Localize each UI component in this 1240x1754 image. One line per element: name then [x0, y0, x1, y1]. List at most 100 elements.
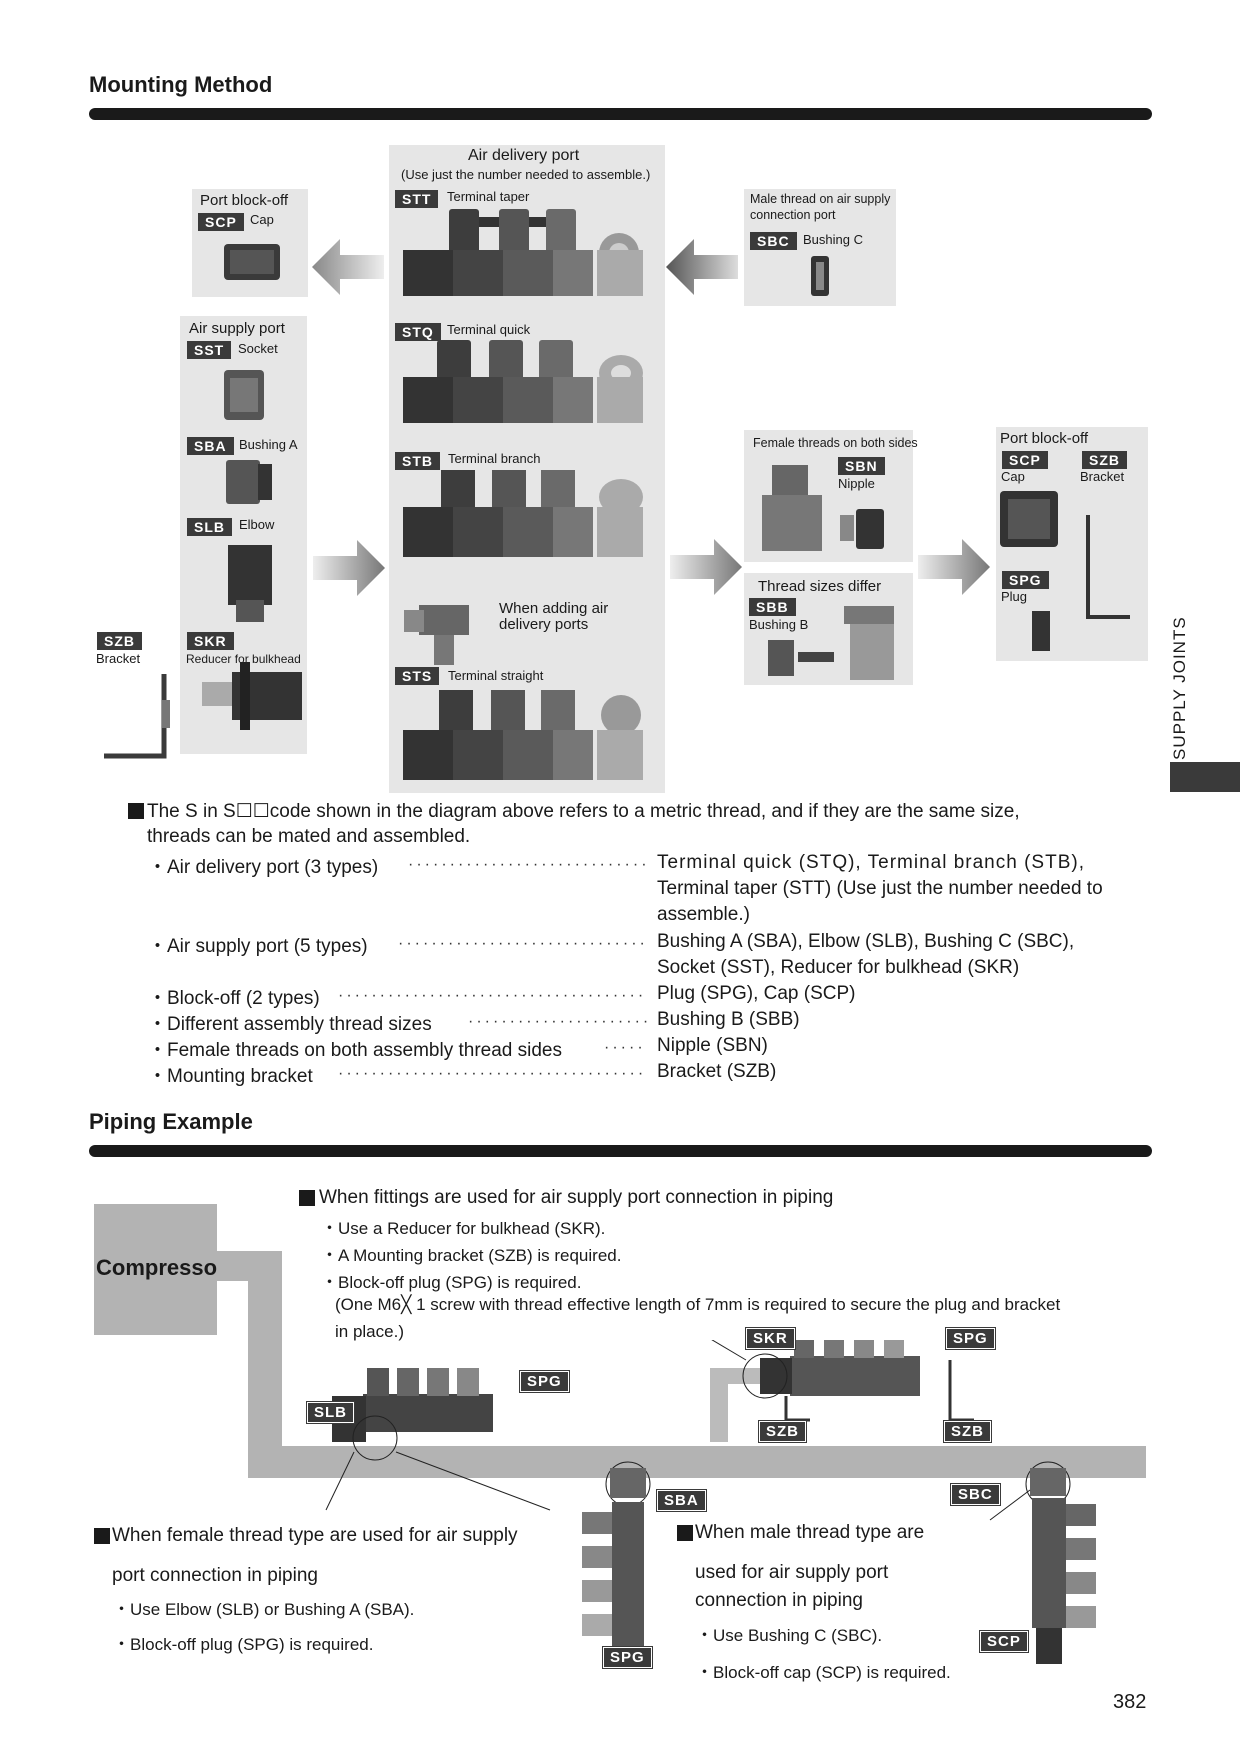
code-skr: SKR — [187, 632, 234, 650]
compressor-box — [94, 1204, 217, 1335]
code-stt: STT — [395, 190, 439, 208]
notes-item-value: Terminal quick (STQ), Terminal branch (S… — [657, 852, 1085, 873]
label-cap-right: Cap — [1001, 469, 1025, 484]
label-terminal-straight: Terminal straight — [448, 668, 544, 683]
label-bushing-c: Bushing C — [803, 232, 863, 247]
tag-sbc: SBC — [950, 1483, 1001, 1506]
code-szb-right: SZB — [1082, 451, 1127, 469]
label-nipple: Nipple — [838, 476, 875, 491]
fittings-line-4: (One M6╳ 1 screw with thread effective l… — [335, 1295, 1061, 1314]
code-sba: SBA — [187, 437, 234, 455]
fittings-heading: When fittings are used for air supply po… — [319, 1187, 834, 1208]
port-blockoff-right-label: Port block-off — [1000, 430, 1089, 447]
male-line-1: ・Use Bushing C (SBC). — [696, 1626, 883, 1645]
female-line-2: ・Block-off plug (SPG) is required. — [113, 1635, 374, 1654]
code-sbc: SBC — [750, 232, 797, 250]
code-scp: SCP — [198, 213, 244, 231]
notes-item-value: Nipple (SBN) — [657, 1035, 768, 1056]
notes-item-name: ・Mounting bracket — [148, 1066, 313, 1087]
tag-spg-bottom: SPG — [602, 1646, 653, 1669]
tag-spg-right: SPG — [945, 1327, 996, 1350]
label-terminal-branch: Terminal branch — [448, 451, 541, 466]
notes-item-value: Socket (SST), Reducer for bulkhead (SKR) — [657, 957, 1020, 978]
code-slb: SLB — [187, 518, 232, 536]
tag-skr: SKR — [745, 1327, 796, 1350]
square-bullet-icon — [299, 1190, 315, 1206]
label-adding-ports: When adding air delivery ports — [499, 600, 609, 633]
arrow-right-icon — [313, 540, 385, 596]
pipe-segment — [248, 1251, 282, 1476]
square-bullet-icon — [677, 1525, 693, 1541]
section-title-mounting: Mounting Method — [89, 72, 273, 97]
pipe-main — [248, 1446, 1146, 1478]
leader-dots: ····· — [604, 1039, 646, 1056]
notes-item-value: Plug (SPG), Cap (SCP) — [657, 983, 856, 1004]
leader-dots: ······················ — [468, 1013, 648, 1030]
code-sbn: SBN — [838, 457, 885, 475]
code-sst: SST — [187, 341, 232, 359]
label-plug: Plug — [1001, 589, 1028, 604]
tag-slb: SLB — [306, 1401, 355, 1424]
notes-item-name: ・Air delivery port (3 types) — [148, 857, 379, 878]
bracket-drawing — [104, 674, 170, 759]
tag-spg-left: SPG — [519, 1370, 570, 1393]
code-spg: SPG — [1002, 571, 1049, 589]
code-scp-right: SCP — [1002, 451, 1048, 469]
arrow-right-icon-2 — [670, 539, 742, 595]
female-heading: When female thread type are used for air… — [112, 1525, 518, 1546]
notes-item-name: ・Block-off (2 types) — [148, 988, 320, 1009]
section-rule-2 — [89, 1145, 1152, 1157]
notes-item-value: Bushing A (SBA), Elbow (SLB), Bushing C … — [657, 931, 1075, 952]
square-bullet-icon — [94, 1528, 110, 1544]
notes-intro-2: threads can be mated and assembled. — [147, 826, 471, 847]
label-socket: Socket — [238, 341, 278, 356]
nipple-drawing — [762, 465, 884, 551]
piping-drawings — [325, 1340, 1096, 1664]
label-terminal-quick: Terminal quick — [447, 322, 531, 337]
tag-sba: SBA — [656, 1489, 707, 1512]
air-supply-port-label: Air supply port — [189, 320, 285, 337]
notes-intro-1: The S in S☐☐code shown in the diagram ab… — [147, 801, 1020, 822]
female-line-1: ・Use Elbow (SLB) or Bushing A (SBA). — [113, 1600, 415, 1619]
notes-item-value: Bushing B (SBB) — [657, 1009, 800, 1030]
female-heading-2: port connection in piping — [112, 1565, 318, 1586]
section-title-piping: Piping Example — [89, 1109, 253, 1134]
section-rule — [89, 108, 1152, 120]
male-heading-3: connection in piping — [695, 1590, 863, 1611]
manifold-drawings — [403, 209, 643, 780]
label-bushing-a: Bushing A — [239, 437, 298, 452]
square-bullet-icon — [128, 803, 144, 819]
tag-szb-1: SZB — [758, 1420, 807, 1443]
leader-dots: ······························ — [398, 935, 648, 952]
notes-item-value: assemble.) — [657, 904, 750, 925]
bushing-b-drawing — [768, 606, 894, 680]
code-sbb: SBB — [749, 598, 796, 616]
supply-fittings-drawings — [202, 370, 302, 730]
air-delivery-note: (Use just the number needed to assemble.… — [401, 167, 651, 182]
male-heading-2: used for air supply port — [695, 1562, 889, 1583]
label-cap: Cap — [250, 212, 274, 227]
notes-item-value: Terminal taper (STT) (Use just the numbe… — [657, 878, 1103, 899]
label-bracket-right: Bracket — [1080, 469, 1125, 484]
code-stb: STB — [395, 452, 440, 470]
tag-scp: SCP — [979, 1630, 1029, 1653]
notes-item-value: Bracket (SZB) — [657, 1061, 777, 1082]
label-terminal-taper: Terminal taper — [447, 189, 530, 204]
code-szb-left: SZB — [97, 632, 142, 650]
male-heading: When male thread type are — [695, 1522, 925, 1543]
leader-dots: ······································ — [338, 1065, 648, 1082]
side-tab — [1170, 762, 1240, 792]
fittings-line-5: in place.) — [335, 1322, 404, 1341]
label-bracket-left: Bracket — [96, 651, 141, 666]
fittings-line-2: ・A Mounting bracket (SZB) is required. — [321, 1246, 622, 1265]
compressor-label: Compressor — [96, 1255, 226, 1280]
thread-sizes-label: Thread sizes differ — [758, 578, 882, 595]
label-reducer-bulkhead: Reducer for bulkhead — [186, 652, 301, 666]
female-threads-label: Female threads on both sides — [753, 436, 918, 450]
leader-dots: ······························ — [408, 856, 648, 873]
arrow-left-icon-2 — [666, 239, 738, 295]
arrow-right-icon-3 — [918, 539, 990, 595]
side-label: SUPPLY JOINTS — [1170, 616, 1189, 760]
tag-szb-2: SZB — [943, 1420, 992, 1443]
label-bushing-b: Bushing B — [749, 617, 809, 632]
